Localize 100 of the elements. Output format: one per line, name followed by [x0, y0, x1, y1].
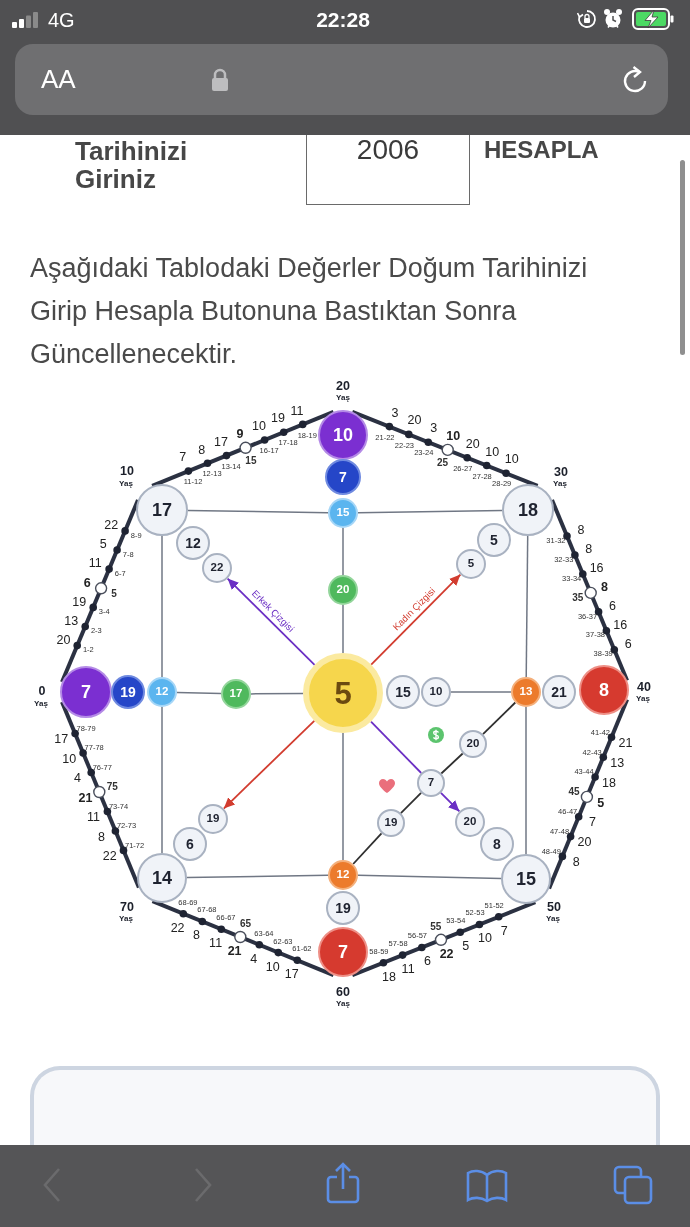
circle-number: 21: [551, 685, 567, 699]
energy-value: 7: [179, 450, 187, 464]
circle-number: 5: [334, 677, 352, 709]
energy-value: 21: [78, 791, 93, 804]
circle-number: 8: [599, 681, 609, 699]
number-circle: [325, 459, 361, 495]
content-card: [30, 1066, 660, 1145]
circle-number: 12: [155, 686, 169, 698]
number-circle: [459, 730, 487, 758]
energy-value: 13: [64, 614, 79, 627]
number-circle: [579, 665, 629, 715]
circle-number: 15: [395, 685, 411, 699]
circle-number: 17: [152, 501, 172, 519]
circle-number: 7: [338, 943, 348, 961]
circle-number: 20: [466, 738, 480, 750]
number-circle: [386, 675, 420, 709]
age-unit-label: Yaş: [336, 1000, 350, 1008]
age-unit-label: Yaş: [553, 480, 567, 488]
energy-value: 8: [98, 830, 106, 843]
instruction-text: Aşağıdaki Tablodaki Değerler Doğum Tarihinizi Girip Hesapla Butonuna Bastıktan Sonra Güncellenecektir.: [30, 252, 589, 371]
energy-value: 4: [250, 952, 258, 965]
circle-number: 6: [186, 837, 194, 851]
circle-number: 12: [336, 869, 350, 881]
circle-number: 19: [335, 901, 351, 915]
energy-value: 10: [485, 445, 500, 458]
age-unit-label: Yaş: [336, 394, 350, 402]
energy-value: 10: [252, 419, 266, 433]
arrow: [370, 573, 462, 666]
energy-value: 6: [624, 637, 632, 651]
energy-value: 11: [401, 962, 415, 976]
text-size-label: AA: [41, 66, 76, 92]
connector-line: [352, 832, 383, 865]
circle-number: 12: [185, 536, 201, 550]
number-circle: [328, 575, 358, 605]
energy-value: 8: [198, 443, 206, 456]
circle-number: 13: [519, 686, 533, 698]
circle-number: 19: [206, 813, 220, 825]
energy-value: 16: [589, 561, 604, 575]
age-range-label: 15: [245, 455, 257, 466]
circle-number: 20: [463, 816, 477, 828]
energy-value: 4: [73, 771, 81, 785]
connector-line: [440, 752, 464, 775]
number-circle: [480, 827, 514, 861]
age-label: 40: [637, 680, 651, 694]
energy-value: 11: [87, 810, 100, 824]
energy-value: 10: [446, 429, 461, 443]
energy-value: 6: [83, 576, 91, 589]
age-range-label: 55: [430, 921, 442, 932]
circle-number: 5: [490, 533, 498, 547]
energy-value: 20: [56, 633, 71, 647]
number-circle: [326, 891, 360, 925]
calculate-label: HESAPLA: [484, 138, 599, 162]
energy-value: 21: [227, 944, 242, 958]
energy-value: 5: [462, 939, 470, 953]
energy-value: 17: [54, 733, 69, 746]
clock-label: 22:28: [316, 9, 370, 30]
energy-value: 10: [504, 453, 519, 466]
age-label: 70: [120, 900, 134, 914]
number-circle: [202, 553, 232, 583]
energy-value: 8: [577, 524, 585, 537]
connector-line: [161, 706, 163, 854]
number-circle: [417, 769, 445, 797]
number-circle: [456, 549, 486, 579]
energy-value: 6: [608, 599, 616, 613]
number-circle: [377, 809, 405, 837]
energy-value: 11: [88, 557, 102, 570]
age-range-label: 35: [572, 593, 584, 604]
arrow: [226, 577, 316, 666]
energy-value: 20: [465, 437, 480, 451]
age-range-label: 75: [106, 781, 118, 792]
energy-value: 11: [209, 936, 223, 950]
age-label: 50: [547, 900, 561, 914]
connector-line: [187, 509, 329, 514]
energy-value: 22: [170, 921, 185, 934]
number-circle: [176, 526, 210, 560]
energy-value: 10: [62, 752, 77, 765]
circle-number: 19: [120, 685, 136, 699]
circle-number: 7: [81, 683, 91, 701]
timeline-line: [547, 698, 629, 890]
energy-value: 16: [613, 618, 628, 632]
circle-number: 19: [384, 817, 398, 829]
connector-line: [342, 604, 344, 654]
number-circle: [421, 677, 451, 707]
number-circle: [328, 498, 358, 528]
number-circle: [221, 679, 251, 709]
circle-number: 8: [493, 837, 501, 851]
circle-number: 14: [152, 869, 172, 887]
energy-value: 22: [102, 849, 117, 863]
connector-line: [342, 732, 344, 861]
age-unit-label: Yaş: [119, 915, 133, 923]
circle-number: 20: [336, 584, 350, 596]
energy-value: 7: [500, 924, 508, 938]
energy-value: 20: [407, 414, 422, 427]
age-unit-label: Yaş: [119, 480, 133, 488]
energy-value: 19: [271, 412, 285, 425]
number-circle: [60, 666, 112, 718]
age-range-label: 5: [111, 588, 117, 599]
timeline-line: [60, 499, 140, 683]
number-circle: [542, 675, 576, 709]
energy-value: 11: [290, 404, 304, 417]
